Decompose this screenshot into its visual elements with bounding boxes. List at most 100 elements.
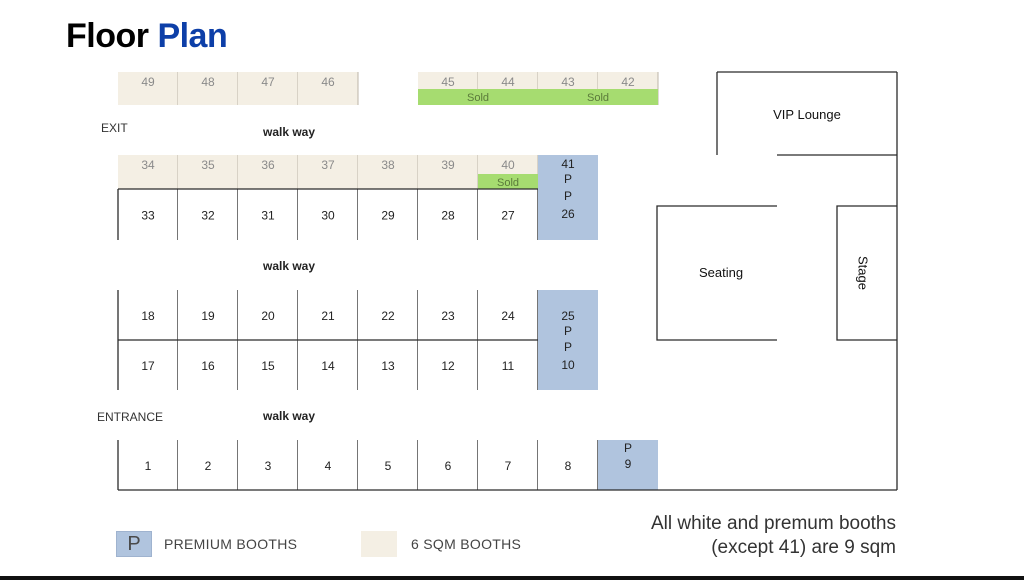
booth-4 xyxy=(298,440,358,490)
booth-number-44: 44 xyxy=(501,75,515,89)
legend-premium-label: PREMIUM BOOTHS xyxy=(164,536,298,552)
booth-number-25: 25 xyxy=(561,309,575,323)
booth-33 xyxy=(118,189,178,240)
booth-number-32: 32 xyxy=(201,209,215,223)
booth-number-36: 36 xyxy=(261,158,275,172)
booth-number-4: 4 xyxy=(325,459,332,473)
vip-lounge-label: VIP Lounge xyxy=(773,107,841,122)
booth-size-note-line2: (except 41) are 9 sqm xyxy=(711,537,896,558)
booth-number-15: 15 xyxy=(261,359,275,373)
booth-number-7: 7 xyxy=(505,459,512,473)
booth-number-13: 13 xyxy=(381,359,395,373)
booth-number-9: 9 xyxy=(625,457,632,471)
booth-number-42: 42 xyxy=(621,75,635,89)
seating-area-outline xyxy=(656,205,777,341)
booth-number-26: 26 xyxy=(561,207,575,221)
booth-number-21: 21 xyxy=(321,309,335,323)
booth-number-30: 30 xyxy=(321,209,335,223)
booth-premium-mark-26: P xyxy=(564,189,572,203)
booth-23 xyxy=(418,290,478,340)
booth-6 xyxy=(418,440,478,490)
booth-20 xyxy=(238,290,298,340)
booth-24 xyxy=(478,290,538,340)
booth-number-37: 37 xyxy=(321,158,335,172)
stage-outline xyxy=(836,205,897,341)
booth-48 xyxy=(178,72,238,105)
page-title: Floor Plan xyxy=(66,14,228,58)
booth-premium-mark-9: P xyxy=(624,441,632,455)
booth-10 xyxy=(538,340,598,390)
booth-49 xyxy=(118,72,178,105)
booth-8 xyxy=(538,440,598,490)
booth-21 xyxy=(298,290,358,340)
booth-number-45: 45 xyxy=(441,75,455,89)
booth-39 xyxy=(418,155,478,189)
booth-number-5: 5 xyxy=(385,459,392,473)
booth-25 xyxy=(538,290,598,340)
booth-premium-mark-41: P xyxy=(564,172,572,186)
booth-number-1: 1 xyxy=(145,459,152,473)
booth-number-46: 46 xyxy=(321,75,335,89)
bottom-rule xyxy=(0,576,1024,580)
booth-number-10: 10 xyxy=(561,358,575,372)
booth-premium-mark-10: P xyxy=(564,340,572,354)
sold-band xyxy=(538,89,658,105)
booth-13 xyxy=(358,340,418,390)
title-part-plan: Plan xyxy=(157,17,228,55)
booth-38 xyxy=(358,155,418,189)
booth-46 xyxy=(298,72,358,105)
booth-number-35: 35 xyxy=(201,158,215,172)
entrance-label: ENTRANCE xyxy=(97,410,163,424)
booth-number-43: 43 xyxy=(561,75,575,89)
booth-number-17: 17 xyxy=(141,359,155,373)
booth-14 xyxy=(298,340,358,390)
booth-47 xyxy=(238,72,298,105)
legend-premium-swatch: P xyxy=(116,531,152,557)
booth-28 xyxy=(418,189,478,240)
title-part-floor: Floor xyxy=(66,17,149,55)
booth-number-31: 31 xyxy=(261,209,275,223)
legend-6sqm-label: 6 SQM BOOTHS xyxy=(411,536,522,552)
room-structure xyxy=(117,71,898,491)
exit-label: EXIT xyxy=(101,121,128,135)
booth-number-14: 14 xyxy=(321,359,335,373)
booth-30 xyxy=(298,189,358,240)
booth-number-19: 19 xyxy=(201,309,215,323)
booth-16 xyxy=(178,340,238,390)
booth-number-22: 22 xyxy=(381,309,395,323)
walkway-top-label: walk way xyxy=(262,125,315,139)
booth-26 xyxy=(538,189,598,240)
booth-number-27: 27 xyxy=(501,209,515,223)
sold-label: Sold xyxy=(587,92,609,104)
booth-12 xyxy=(418,340,478,390)
booth-3 xyxy=(238,440,298,490)
booth-number-3: 3 xyxy=(265,459,272,473)
seating-label: Seating xyxy=(699,265,743,280)
sold-band xyxy=(478,174,538,189)
booth-1 xyxy=(118,440,178,490)
booth-number-47: 47 xyxy=(261,75,275,89)
booth-number-18: 18 xyxy=(141,309,155,323)
booth-number-39: 39 xyxy=(441,158,455,172)
booth-size-note-line1: All white and premum booths xyxy=(650,513,896,534)
booth-number-8: 8 xyxy=(565,459,572,473)
booth-number-11: 11 xyxy=(502,359,515,373)
booth-29 xyxy=(358,189,418,240)
booth-number-38: 38 xyxy=(381,158,395,172)
booth-7 xyxy=(478,440,538,490)
booth-number-28: 28 xyxy=(441,209,455,223)
booth-36 xyxy=(238,155,298,189)
booth-number-33: 33 xyxy=(141,209,155,223)
booth-number-34: 34 xyxy=(141,158,155,172)
stage-label: Stage xyxy=(856,256,871,290)
booth-34 xyxy=(118,155,178,189)
booth-premium-mark-25: P xyxy=(564,324,572,338)
booth-19 xyxy=(178,290,238,340)
walkway-middle-label: walk way xyxy=(262,259,315,273)
booth-number-48: 48 xyxy=(201,75,215,89)
legend-6sqm-swatch xyxy=(361,531,397,557)
booth-15 xyxy=(238,340,298,390)
booth-number-20: 20 xyxy=(261,309,275,323)
